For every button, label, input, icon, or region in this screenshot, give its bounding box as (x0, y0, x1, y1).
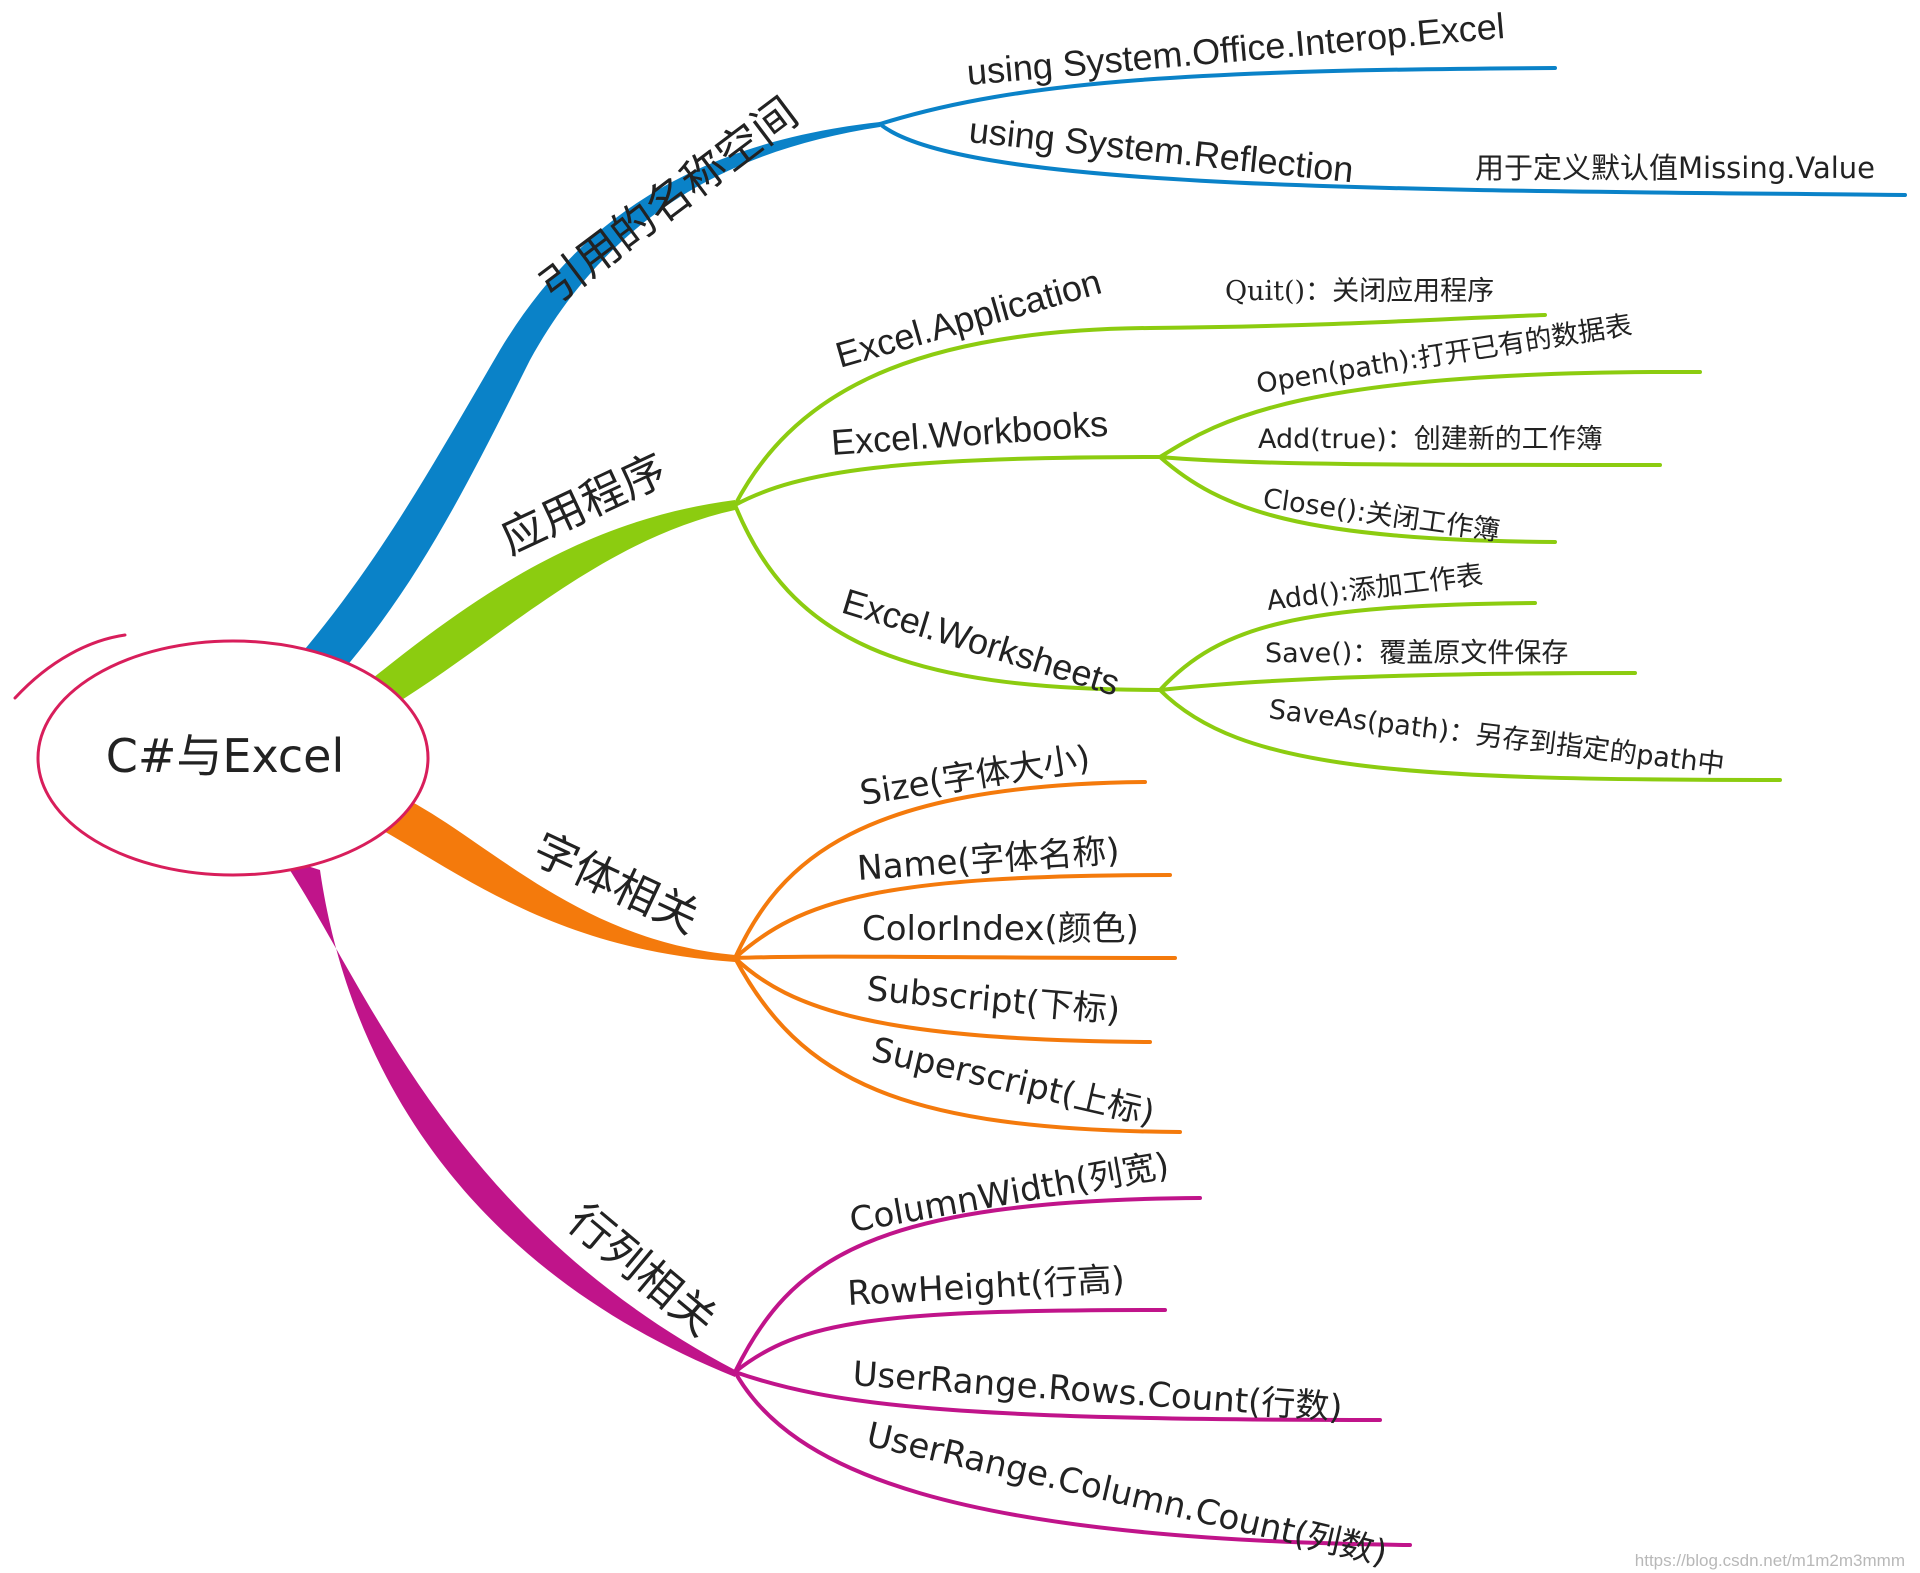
label-save: Save()：覆盖原文件保存 (1265, 638, 1568, 669)
branch-application-ribbon (368, 500, 735, 706)
edge-subscript (733, 956, 1152, 1044)
label-close: Close():关闭工作簿 (1261, 483, 1502, 547)
edge-save (1158, 671, 1637, 692)
edge-name (733, 873, 1172, 960)
label-missing-value-note: 用于定义默认值Missing.Value (1475, 151, 1875, 185)
label-excel-worksheets: Excel.Worksheets (838, 580, 1125, 703)
label-column-count: UserRange.Column.Count(列数) (863, 1415, 1391, 1573)
edge-column-count (733, 1370, 1412, 1547)
label-superscript: Superscript(上标) (868, 1030, 1158, 1134)
edge-excel-application (733, 313, 1547, 507)
edge-add-sheet (1158, 601, 1537, 692)
center-label: C#与Excel (106, 729, 345, 783)
edge-colorindex (733, 954, 1177, 960)
label-excel-application: Excel.Application (831, 261, 1106, 376)
center-node: C#与Excel (13, 633, 430, 877)
watermark-url: https://blog.csdn.net/m1m2m3mmm (1635, 1551, 1905, 1570)
edge-superscript (733, 956, 1182, 1134)
branch-namespace-ribbon (300, 122, 880, 668)
edge-columnwidth (733, 1196, 1202, 1374)
edge-size (733, 780, 1147, 960)
edge-saveas (1158, 688, 1782, 782)
edge-close (1158, 455, 1557, 544)
label-columnwidth: ColumnWidth(列宽) (847, 1145, 1173, 1241)
branch-label-namespace: 引用的名称空间 (531, 88, 808, 314)
label-using-interop: using System.Office.Interop.Excel (965, 5, 1506, 93)
edge-open (1158, 369, 1702, 459)
label-add-true: Add(true)：创建新的工作簿 (1258, 424, 1603, 455)
label-saveas: SaveAs(path)：另存到指定的path中 (1267, 694, 1726, 781)
edge-add-true (1158, 455, 1662, 467)
edge-excel-workbooks (733, 455, 1162, 507)
edge-reflection (878, 122, 1907, 197)
label-subscript: Subscript(下标) (865, 969, 1122, 1031)
edge-interop (878, 66, 1557, 126)
label-excel-workbooks: Excel.Workbooks (830, 403, 1110, 463)
edge-excel-worksheets (733, 503, 1162, 692)
label-size: Size(字体大小) (857, 738, 1093, 814)
edge-rows-count (733, 1370, 1382, 1422)
edge-rowheight (733, 1308, 1167, 1374)
label-rowheight: RowHeight(行高) (846, 1260, 1125, 1314)
label-colorindex: ColorIndex(颜色) (862, 909, 1139, 949)
label-quit: Quit()：关闭应用程序 (1225, 276, 1494, 307)
